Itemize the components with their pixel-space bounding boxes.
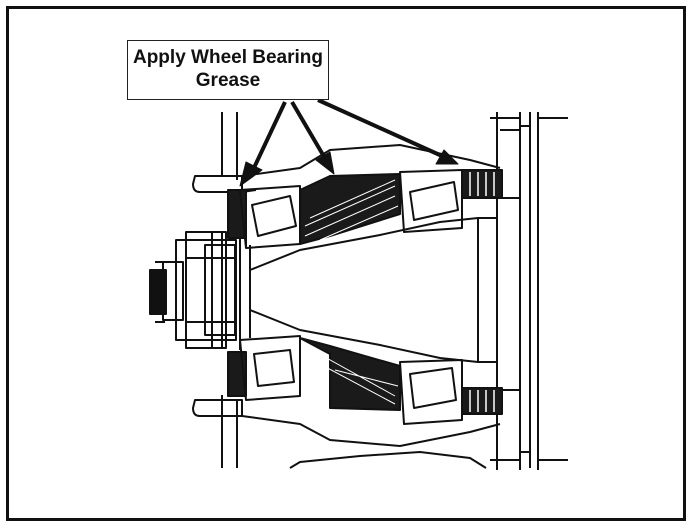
arrow-to-grease-pack bbox=[290, 100, 328, 162]
lower-flange bbox=[192, 399, 501, 469]
lower-inner-bearing bbox=[239, 335, 301, 401]
callout-line-1: Apply Wheel Bearing bbox=[132, 47, 324, 68]
spindle bbox=[239, 217, 497, 363]
callout-arrows bbox=[239, 98, 459, 187]
arrow-to-outer-bearing bbox=[317, 98, 443, 158]
upper-inner-bearing bbox=[239, 185, 301, 249]
upper-grease-pack bbox=[299, 173, 401, 245]
outer-seal bbox=[461, 129, 521, 461]
lower-grease-pack bbox=[299, 337, 401, 411]
upper-outer-bearing bbox=[399, 169, 463, 233]
arrow-to-inner-bearing bbox=[250, 101, 287, 173]
callout-label: Apply Wheel Bearing Grease bbox=[127, 40, 329, 100]
figure-frame bbox=[6, 6, 686, 521]
spindle-nut bbox=[149, 231, 237, 349]
lower-outer-bearing bbox=[399, 359, 463, 425]
housing-outline bbox=[221, 112, 568, 470]
callout-line-2: Grease bbox=[195, 70, 261, 91]
